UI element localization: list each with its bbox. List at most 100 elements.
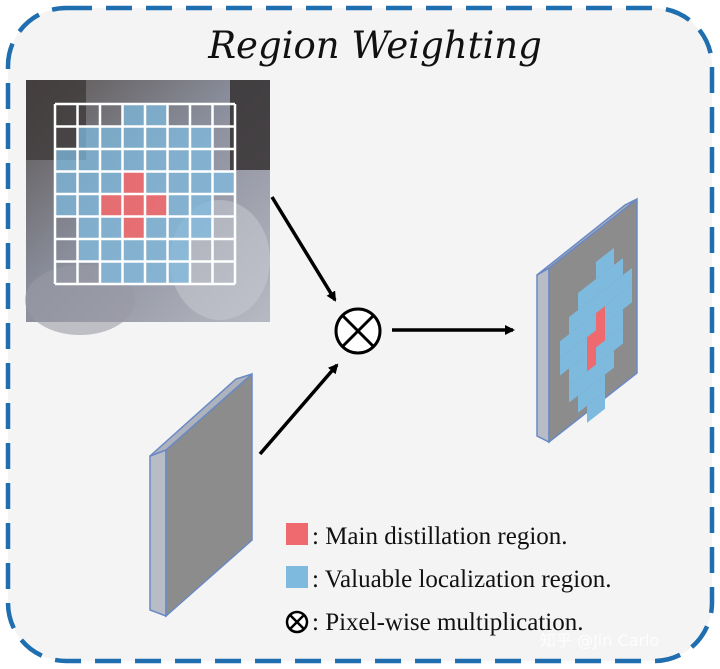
valuable-region-cell — [614, 326, 623, 351]
valuable-region-cell — [623, 285, 632, 310]
valuable-region-cell — [614, 275, 623, 300]
valuable-region-cell — [145, 149, 168, 172]
valuable-region-cell — [578, 337, 587, 362]
valuable-region-cell — [605, 333, 614, 358]
valuable-region-cell — [167, 194, 190, 217]
valuable-region-cell — [623, 268, 632, 293]
legend-label-pixelwise: : Pixel-wise multiplication. — [312, 609, 584, 636]
valuable-region-cell — [605, 282, 614, 307]
valuable-region-cell — [167, 216, 190, 239]
valuable-region-cell — [569, 327, 578, 352]
main-region-cell — [100, 194, 123, 217]
main-region-cell — [145, 194, 168, 217]
valuable-region-cell — [569, 310, 578, 335]
valuable-region-cell — [605, 264, 614, 290]
valuable-region-cell — [578, 371, 587, 396]
legend-label-main: : Main distillation region. — [312, 523, 568, 550]
valuable-region-cell — [77, 239, 100, 262]
valuable-region-cell — [145, 126, 168, 149]
legend-circled-times-icon — [285, 610, 309, 634]
valuable-region-cell — [614, 292, 623, 317]
input-image — [25, 80, 270, 335]
valuable-region-cell — [578, 320, 587, 345]
valuable-region-cell — [145, 171, 168, 194]
valuable-region-cell — [605, 350, 614, 375]
valuable-region-cell — [587, 398, 596, 423]
valuable-region-cell — [167, 261, 190, 284]
valuable-region-cell — [190, 126, 213, 149]
legend: : Main distillation region. : Valuable l… — [285, 523, 611, 636]
main-region-cell — [122, 194, 145, 217]
valuable-region-cell — [578, 286, 587, 311]
valuable-region-cell — [122, 261, 145, 284]
valuable-region-cell — [122, 149, 145, 172]
circled-times-icon — [334, 307, 382, 355]
valuable-region-cell — [614, 257, 623, 283]
valuable-region-cell — [578, 354, 587, 379]
title: Region Weighting — [207, 24, 542, 67]
valuable-region-cell — [77, 171, 100, 194]
legend-swatch-main — [286, 523, 308, 545]
valuable-region-cell — [122, 239, 145, 262]
valuable-region-cell — [55, 171, 78, 194]
valuable-region-cell — [145, 239, 168, 262]
valuable-region-cell — [167, 149, 190, 172]
valuable-region-cell — [605, 299, 614, 324]
valuable-region-cell — [100, 261, 123, 284]
valuable-region-cell — [77, 216, 100, 239]
valuable-region-cell — [569, 361, 578, 386]
valuable-region-cell — [77, 149, 100, 172]
valuable-region-cell — [145, 216, 168, 239]
valuable-region-cell — [100, 171, 123, 194]
valuable-region-cell — [587, 296, 596, 321]
valuable-region-cell — [100, 149, 123, 172]
main-region-cell — [587, 330, 596, 355]
valuable-region-cell — [145, 261, 168, 284]
valuable-region-cell — [212, 171, 235, 194]
valuable-region-cell — [145, 104, 168, 127]
valuable-region-cell — [167, 171, 190, 194]
valuable-region-cell — [122, 104, 145, 127]
valuable-region-cell — [587, 279, 596, 304]
main-region-cell — [587, 347, 596, 372]
valuable-region-cell — [190, 194, 213, 217]
main-region-cell — [596, 323, 605, 348]
valuable-region-cell — [77, 126, 100, 149]
valuable-region-cell — [190, 216, 213, 239]
weighted-regions — [560, 247, 632, 423]
valuable-region-cell — [77, 194, 100, 217]
valuable-region-cell — [596, 272, 605, 297]
valuable-region-cell — [190, 171, 213, 194]
grid-lines — [53, 102, 237, 286]
valuable-region-cell — [605, 316, 614, 341]
valuable-region-cell — [605, 247, 614, 272]
valuable-region-cell — [560, 334, 569, 359]
valuable-region-cell — [596, 340, 605, 365]
valuable-region-cell — [596, 374, 605, 399]
valuable-region-cell — [100, 126, 123, 149]
valuable-region-cell — [55, 194, 78, 217]
valuable-region-cell — [190, 149, 213, 172]
valuable-region-cell — [55, 149, 78, 172]
valuable-region-cell — [587, 313, 596, 338]
valuable-region-cell — [596, 391, 605, 416]
watermark: 知乎 @Jin Carlo — [540, 631, 659, 650]
valuable-region-cell — [614, 309, 623, 334]
valuable-region-cell — [596, 254, 605, 280]
valuable-region-cell — [100, 239, 123, 262]
main-region-cell — [122, 216, 145, 239]
valuable-region-cell — [578, 388, 587, 413]
valuable-region-cell — [587, 364, 596, 389]
arrow-image-to-operator — [270, 196, 337, 302]
valuable-region-cell — [569, 344, 578, 369]
valuable-region-cell — [167, 126, 190, 149]
valuable-region-cell — [596, 357, 605, 382]
valuable-region-cell — [100, 216, 123, 239]
arrow-feature-to-operator — [258, 363, 339, 456]
valuable-region-cell — [587, 381, 596, 406]
input-feature-map — [149, 372, 253, 618]
valuable-region-cell — [569, 378, 578, 403]
valuable-region-cell — [596, 289, 605, 314]
legend-label-valuable: : Valuable localization region. — [312, 566, 611, 593]
